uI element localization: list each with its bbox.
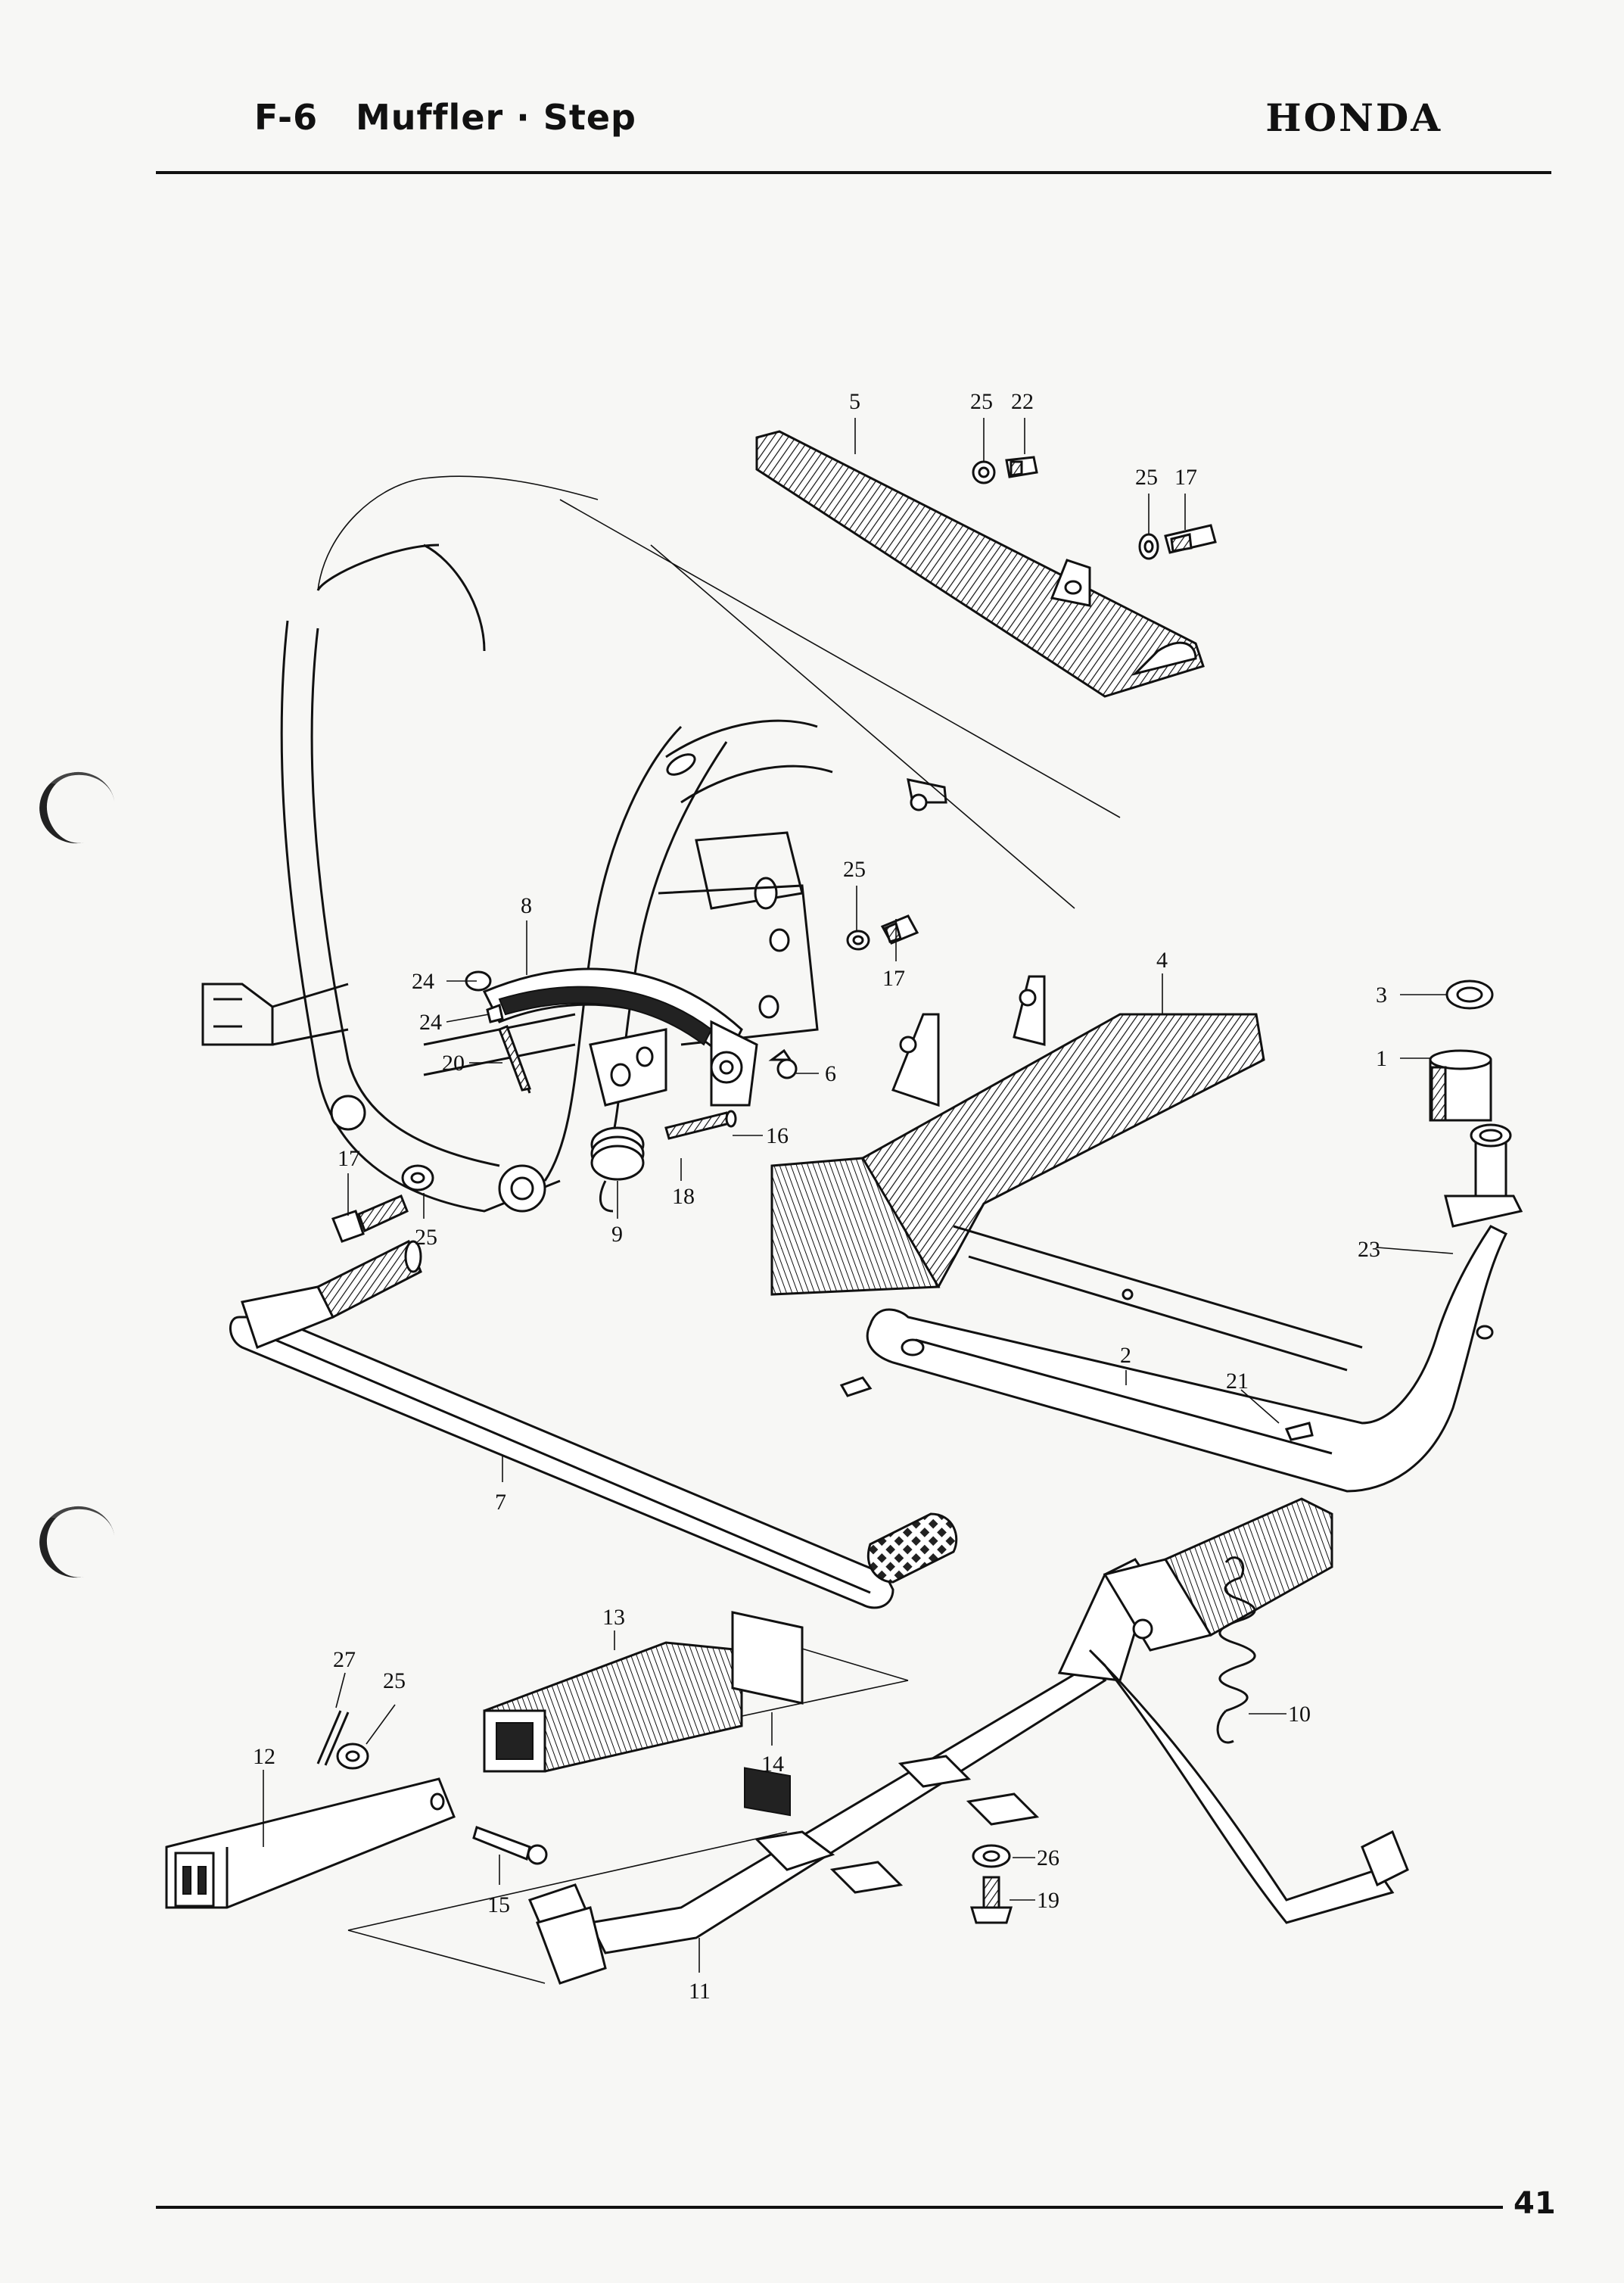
label-18: 18 [672,1184,695,1209]
brand-logo: HONDA [1265,95,1442,140]
leader-lines [263,418,1454,1973]
part-10-spring [1216,1556,1256,1744]
part-3-gasket [1445,980,1494,1010]
label-26: 26 [1037,1845,1059,1870]
part-4-muffler [770,975,1363,1372]
part-9-spring [590,1126,645,1213]
label-8: 8 [521,893,532,918]
label-27: 27 [333,1647,356,1672]
label-13: 13 [602,1605,625,1630]
label-25: 25 [1135,465,1158,490]
label-17: 17 [338,1146,360,1171]
part-7-brake-rod [229,1239,958,1609]
label-23: 23 [1358,1237,1380,1262]
label-9: 9 [611,1222,623,1247]
label-25: 25 [970,389,993,414]
part-labels: 5 25 22 25 17 25 17 4 3 1 8 24 24 20 6 1… [253,389,1387,2004]
label-17: 17 [882,966,905,991]
label-12: 12 [253,1744,275,1769]
label-11: 11 [689,1979,711,2004]
part-2-exhaust-pipe [839,1123,1523,1493]
label-20: 20 [442,1051,465,1076]
label-21: 21 [1226,1369,1249,1394]
label-25: 25 [383,1668,406,1693]
part-11-stand [527,1497,1409,1985]
label-17: 17 [1174,465,1197,490]
page-header: F-6 Muffler · Step HONDA [156,95,1548,173]
header-rule [156,171,1551,174]
label-15: 15 [487,1892,510,1917]
label-2: 2 [1120,1343,1131,1368]
part-1-collar [1429,1049,1492,1122]
page-title: Muffler · Step [356,97,636,138]
label-19: 19 [1037,1888,1059,1913]
fasteners-top [846,456,1217,951]
label-22: 22 [1011,389,1034,414]
label-10: 10 [1288,1702,1311,1727]
label-7: 7 [495,1490,506,1515]
frame-outline [201,475,1121,1213]
step-bar-assembly [165,1611,909,1984]
label-14: 14 [761,1752,784,1777]
label-25: 25 [843,857,866,882]
part-16-bolt [664,1110,737,1140]
label-4: 4 [1156,948,1168,973]
bolt-17-left [331,1164,434,1243]
label-1: 1 [1376,1046,1387,1071]
page-number: 41 [1514,2186,1556,2221]
label-3: 3 [1376,983,1387,1008]
part-5-heat-shield [755,430,1205,698]
part-8-step-arm [465,967,798,1107]
label-5: 5 [849,389,860,414]
label-16: 16 [766,1123,789,1148]
part-19-bolt [969,1876,1013,1924]
footer-rule [156,2206,1503,2209]
label-6: 6 [825,1061,836,1086]
page-code: F-6 [254,97,319,138]
label-24: 24 [412,969,434,994]
label-24: 24 [419,1010,442,1035]
part-26-washer [972,1844,1011,1868]
label-25: 25 [415,1225,437,1250]
